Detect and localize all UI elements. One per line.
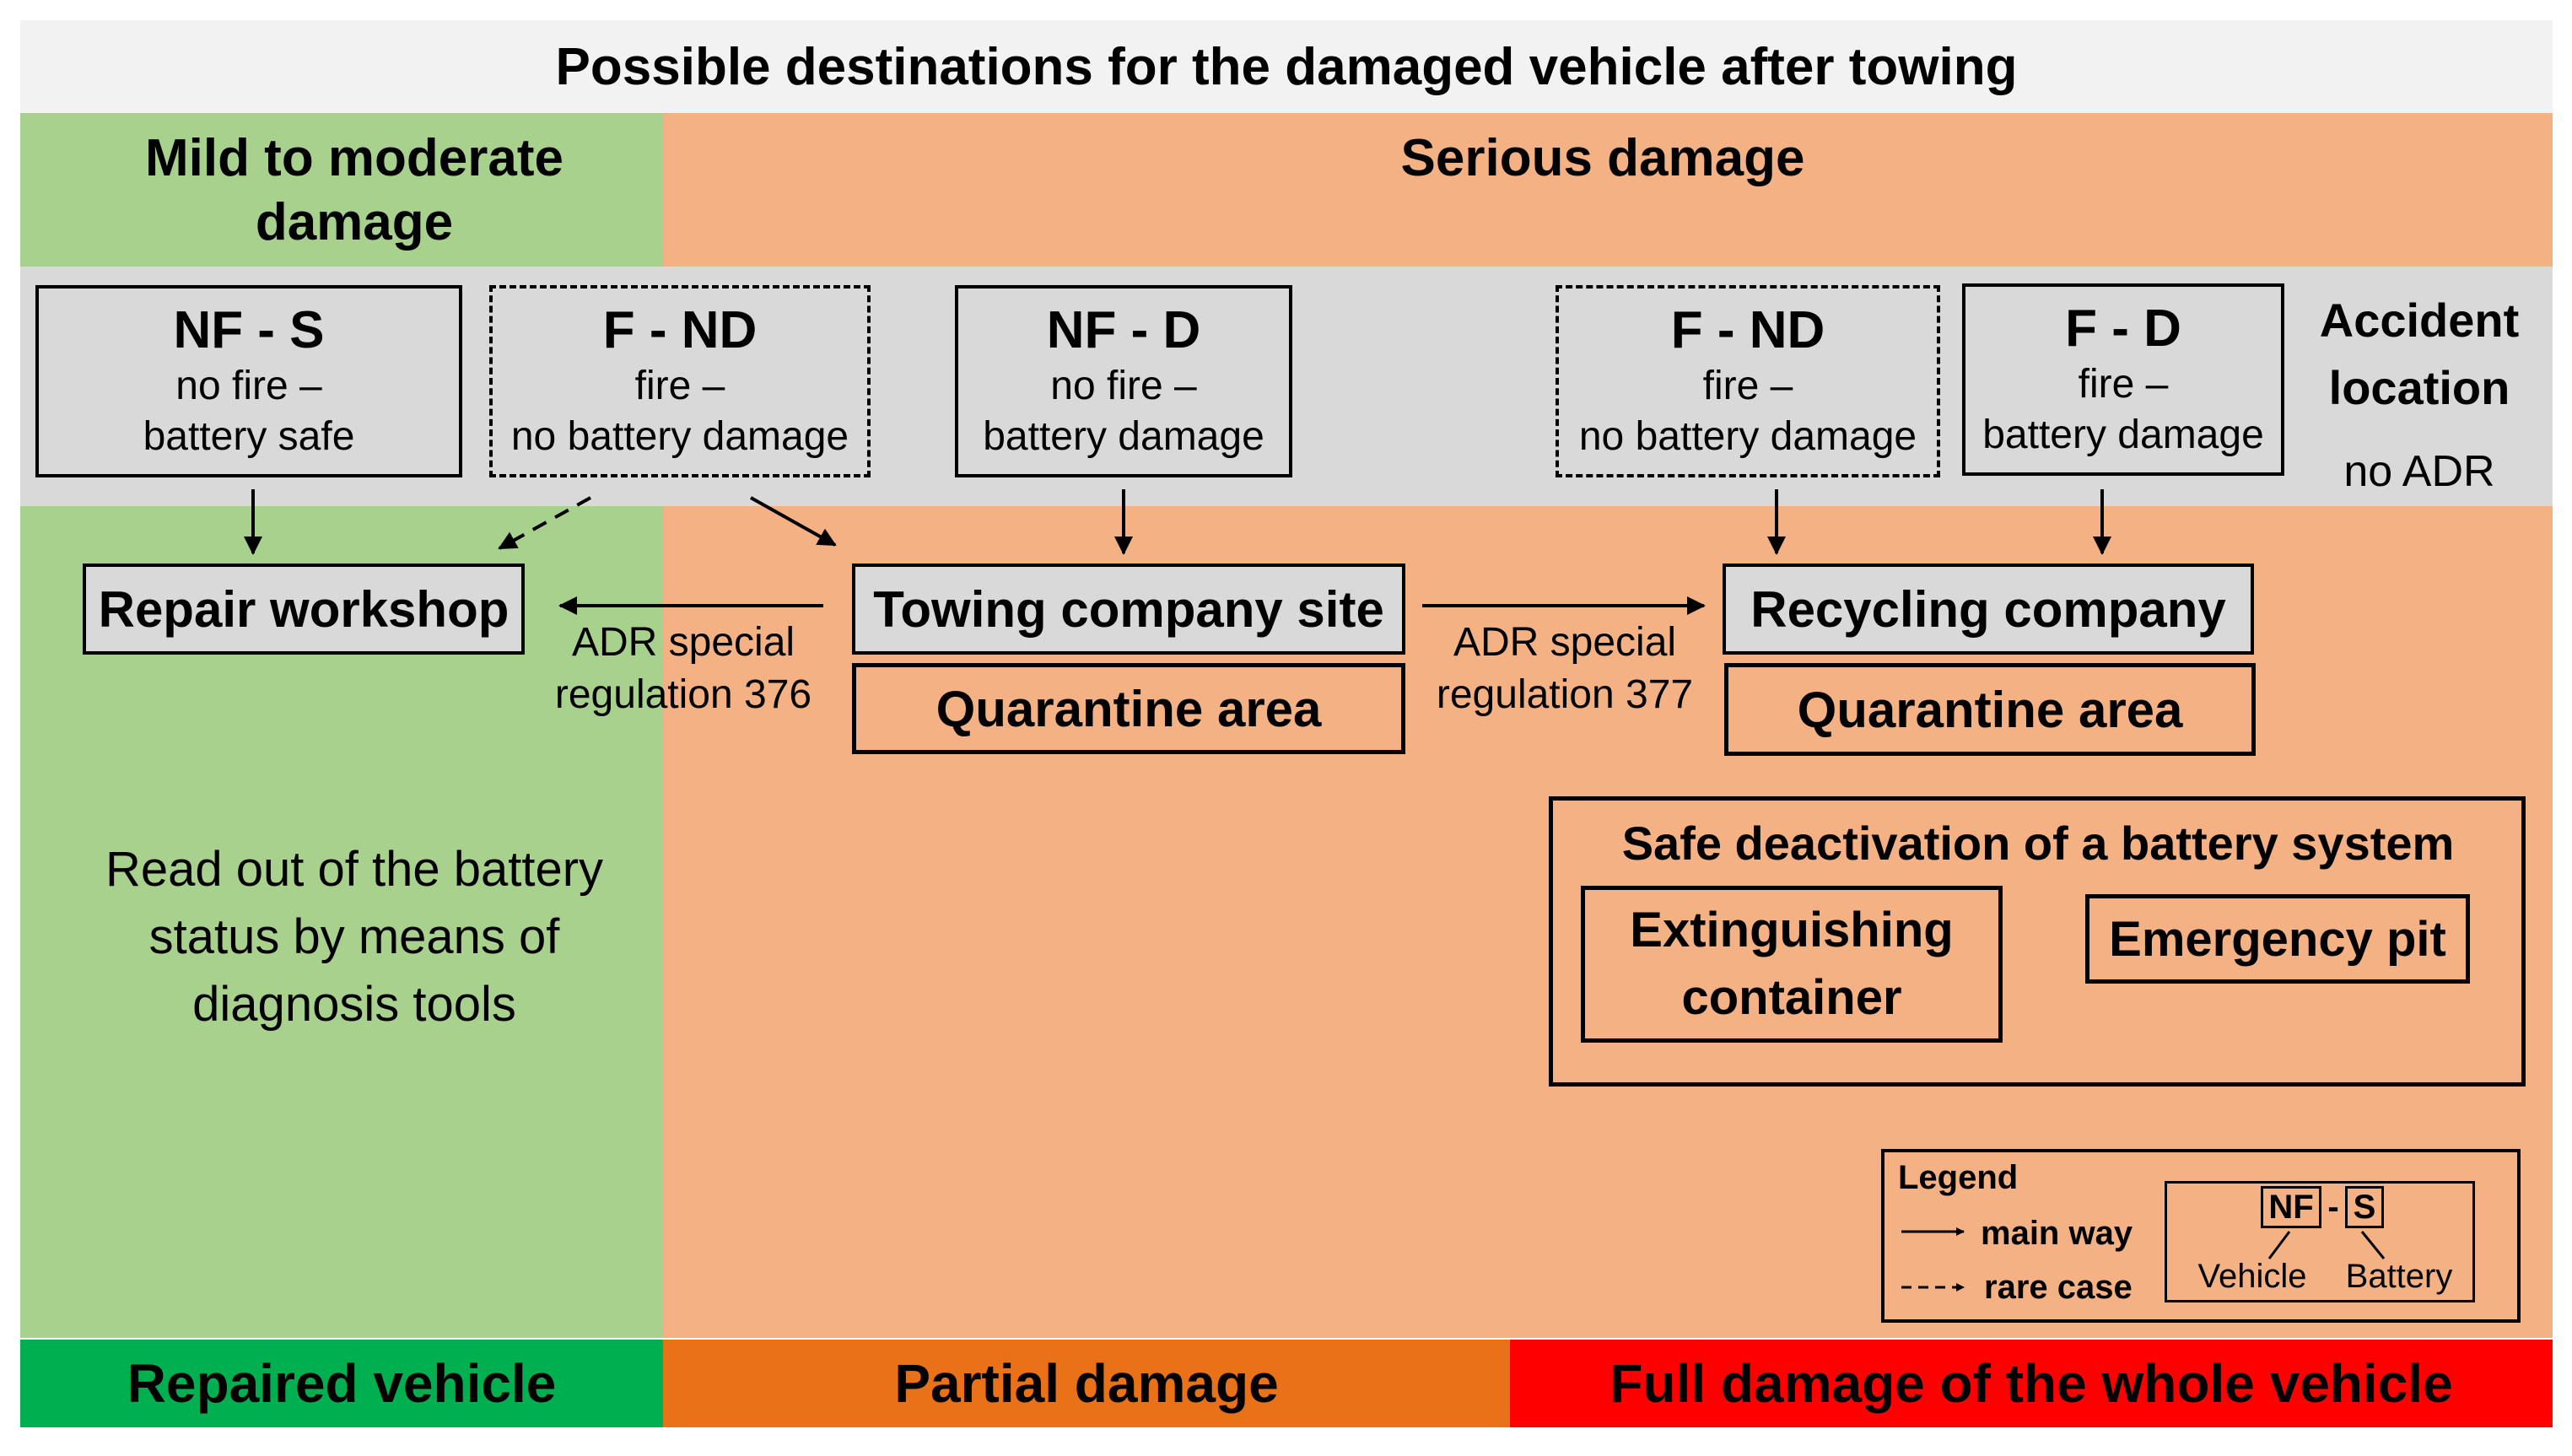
recycling-company-box: Recycling company [1723, 564, 2254, 655]
legend-main-way-label: main way [1981, 1215, 2133, 1252]
case-code: NF - S [173, 301, 325, 359]
full-damage-bar: Full damage of the whole vehicle [1510, 1340, 2553, 1427]
adr-line: ADR special [571, 620, 795, 665]
safe-deactivation-box [1549, 796, 2526, 1087]
case-line: no fire – [175, 364, 322, 408]
case-code: NF - D [1046, 301, 1201, 359]
towing-company-site-box: Towing company site [852, 564, 1405, 655]
case-box-nf-s: NF - S no fire – battery safe [35, 285, 462, 477]
legend-key-box [2165, 1181, 2475, 1302]
case-box-f-d: F - D fire – battery damage [1962, 283, 2284, 476]
extinguishing-container-box: Extinguishing container [1581, 886, 2003, 1043]
repaired-vehicle-bar: Repaired vehicle [20, 1340, 663, 1427]
case-code: F - D [2065, 299, 2181, 358]
emergency-pit-box: Emergency pit [2085, 894, 2470, 984]
safe-deactivation-title: Safe deactivation of a battery system [1621, 816, 2455, 870]
case-box-f-nd-left: F - ND fire – no battery damage [489, 285, 871, 477]
case-line: battery damage [1982, 413, 2264, 457]
quarantine-area-recycling: Quarantine area [1724, 663, 2256, 756]
legend-rare-case-label: rare case [1984, 1269, 2133, 1306]
adr-376-label: ADR special regulation 376 [531, 614, 835, 724]
case-line: battery damage [983, 414, 1264, 459]
mild-damage-header: Mild to moderate damage [144, 129, 564, 251]
case-code: F - ND [602, 301, 758, 359]
no-adr-label: no ADR [2343, 447, 2495, 496]
case-line: battery safe [143, 414, 355, 459]
quarantine-area-towing: Quarantine area [852, 663, 1405, 754]
case-line: fire – [634, 364, 725, 408]
legend-battery-label: Battery [2345, 1257, 2453, 1295]
legend-vehicle-code: NF [2261, 1186, 2321, 1228]
battery-readout-text: Read out of the battery status by means … [105, 842, 604, 1032]
case-line: fire – [1702, 364, 1793, 408]
adr-line: ADR special [1453, 620, 1677, 665]
case-line: fire – [2078, 362, 2169, 407]
legend-title: Legend [1898, 1159, 2019, 1196]
case-box-f-nd-right: F - ND fire – no battery damage [1556, 285, 1940, 477]
legend-vehicle-label: Vehicle [2197, 1257, 2307, 1295]
case-code: F - ND [1670, 301, 1825, 359]
adr-line: regulation 377 [1436, 672, 1694, 717]
serious-damage-header: Serious damage [1400, 129, 1805, 187]
case-box-nf-d: NF - D no fire – battery damage [955, 285, 1292, 477]
repair-workshop-box: Repair workshop [83, 564, 525, 655]
diagram-title: Possible destinations for the damaged ve… [20, 20, 2553, 113]
case-line: no fire – [1050, 364, 1197, 408]
case-line: no battery damage [1578, 414, 1917, 459]
case-line: no battery damage [510, 414, 849, 459]
legend-key-dash: - [2327, 1188, 2339, 1226]
accident-location-label: Accident location [2319, 294, 2520, 414]
partial-damage-bar: Partial damage [663, 1340, 1510, 1427]
adr-line: regulation 376 [554, 672, 812, 717]
legend-battery-code: S [2345, 1186, 2384, 1228]
adr-377-label: ADR special regulation 377 [1417, 614, 1712, 724]
legend-box [1881, 1149, 2521, 1323]
